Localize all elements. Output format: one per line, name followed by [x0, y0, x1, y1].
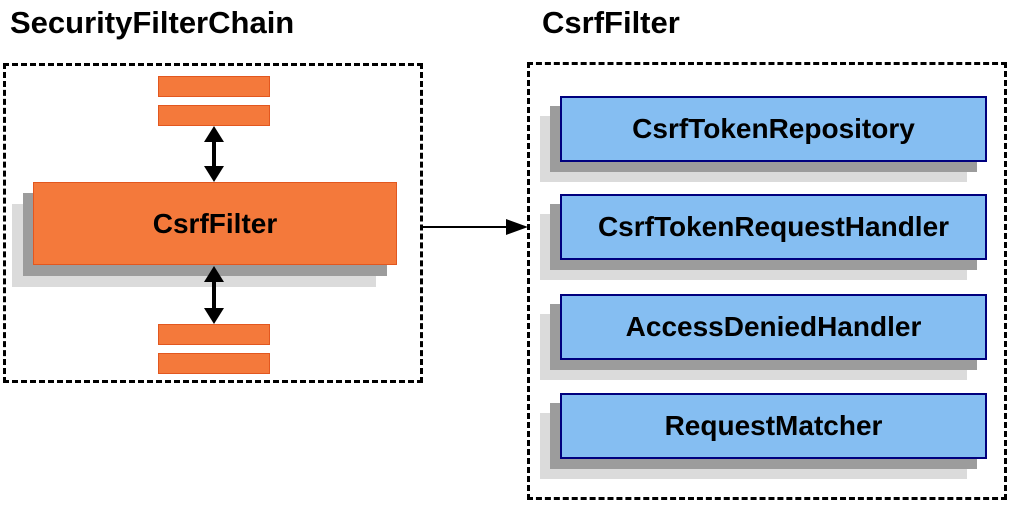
security-filter-chain-title: SecurityFilterChain: [10, 5, 295, 40]
csrf-filter-box-label: CsrfFilter: [152, 207, 278, 239]
component-label: AccessDeniedHandler: [625, 311, 922, 342]
double-arrow-icon: [200, 265, 228, 324]
component-label: CsrfTokenRepository: [632, 113, 915, 144]
filter-placeholder-bar: [158, 353, 270, 374]
component-box-csrf-token-request-handler: CsrfTokenRequestHandler: [560, 194, 987, 260]
component-box-access-denied-handler: AccessDeniedHandler: [560, 294, 987, 360]
component-box-csrf-token-repository: CsrfTokenRepository: [560, 96, 987, 162]
component-label: RequestMatcher: [664, 410, 883, 441]
double-arrow-icon: [200, 126, 228, 182]
filter-placeholder-bar: [158, 76, 270, 97]
security-filter-chain-container: [3, 63, 423, 383]
component-label: CsrfTokenRequestHandler: [597, 211, 950, 242]
filter-placeholder-bar: [158, 105, 270, 126]
csrf-filter-box: CsrfFilter: [33, 182, 397, 265]
csrf-filter-title: CsrfFilter: [542, 5, 680, 40]
flow-arrow-icon: [422, 218, 528, 236]
filter-placeholder-bar: [158, 324, 270, 345]
csrf-filter-components-container: [527, 62, 1007, 500]
component-box-request-matcher: RequestMatcher: [560, 393, 987, 459]
